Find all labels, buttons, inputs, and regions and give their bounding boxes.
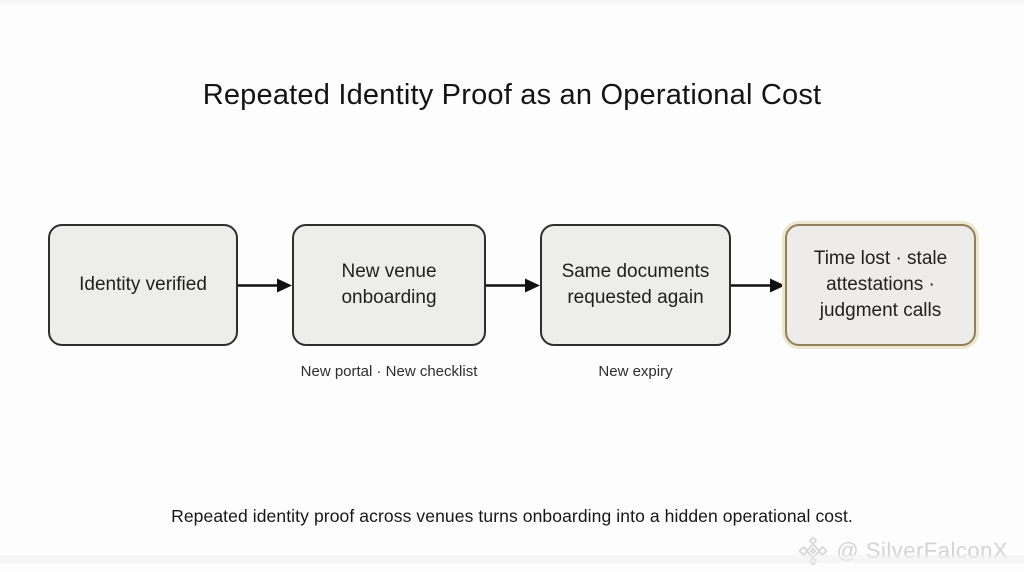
flowchart: Identity verified New venue onboarding N… xyxy=(48,224,976,380)
flow-node-box: Identity verified xyxy=(48,224,238,346)
bottom-edge-noise xyxy=(0,555,1024,563)
flow-node-box: New venue onboarding xyxy=(292,224,486,346)
flow-node-label: New venue onboarding xyxy=(341,260,437,308)
flow-node-box: Same documents requested again xyxy=(540,224,731,346)
top-edge-noise xyxy=(0,0,1024,6)
flow-node-new-venue-onboarding: New venue onboarding New portal · New ch… xyxy=(292,224,486,380)
flow-node-box-highlighted: Time lost · stale attestations · judgmen… xyxy=(785,224,976,346)
arrow-right-icon xyxy=(238,278,292,292)
arrow-right-icon xyxy=(486,278,540,292)
flow-node-caption: New expiry xyxy=(598,363,673,380)
flow-node-same-documents: Same documents requested again New expir… xyxy=(540,224,731,380)
arrow-right-icon xyxy=(731,278,785,292)
flow-node-identity-verified: Identity verified xyxy=(48,224,238,346)
slide-title: Repeated Identity Proof as an Operationa… xyxy=(202,79,822,112)
footnote-text: Repeated identity proof across venues tu… xyxy=(171,505,853,526)
flow-node-label: Same documents requested again xyxy=(561,260,710,308)
flow-node-label: Identity verified xyxy=(79,273,207,295)
flow-node-label: Time lost · stale attestations · judgmen… xyxy=(813,247,948,322)
flow-node-caption: New portal · New checklist xyxy=(300,363,478,380)
flow-node-time-lost: Time lost · stale attestations · judgmen… xyxy=(785,224,976,346)
